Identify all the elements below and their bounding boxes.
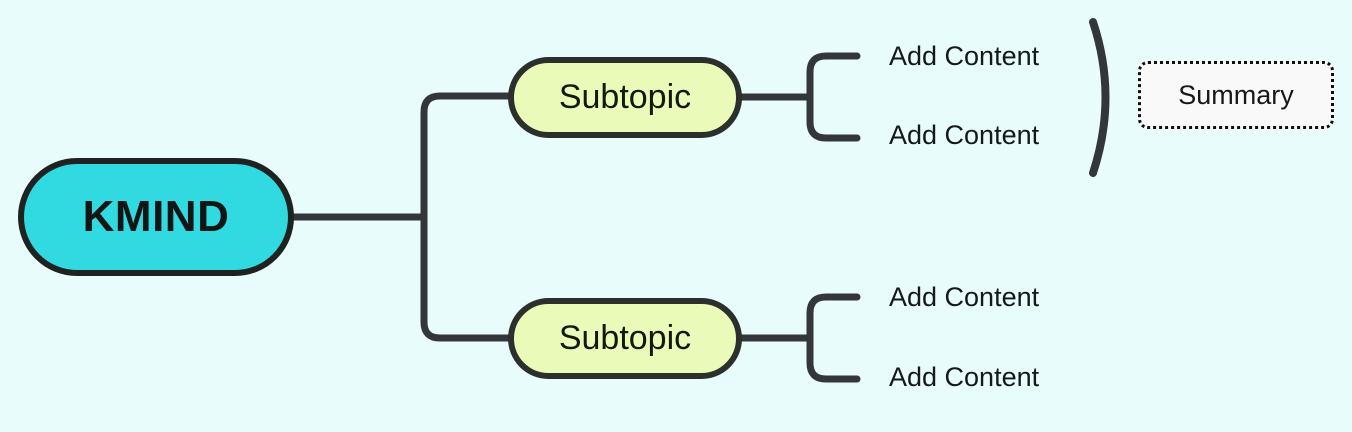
summary-grouping-arc: [1089, 18, 1110, 177]
leaf-add-content-3[interactable]: Add Content: [889, 282, 1040, 312]
leaf-add-content-1[interactable]: Add Content: [889, 41, 1040, 71]
connector-bracket-2: [806, 293, 861, 383]
connector-bracket-1: [806, 52, 861, 142]
leaf-add-content-2[interactable]: Add Content: [889, 120, 1040, 150]
leaf-add-content-4[interactable]: Add Content: [889, 362, 1040, 392]
subtopic-node-1[interactable]: Subtopic: [508, 57, 742, 138]
connector-main-fork: [420, 92, 512, 342]
root-node-kmind[interactable]: KMIND: [18, 158, 294, 276]
subtopic-node-2[interactable]: Subtopic: [508, 298, 742, 379]
summary-node[interactable]: Summary: [1138, 61, 1334, 129]
